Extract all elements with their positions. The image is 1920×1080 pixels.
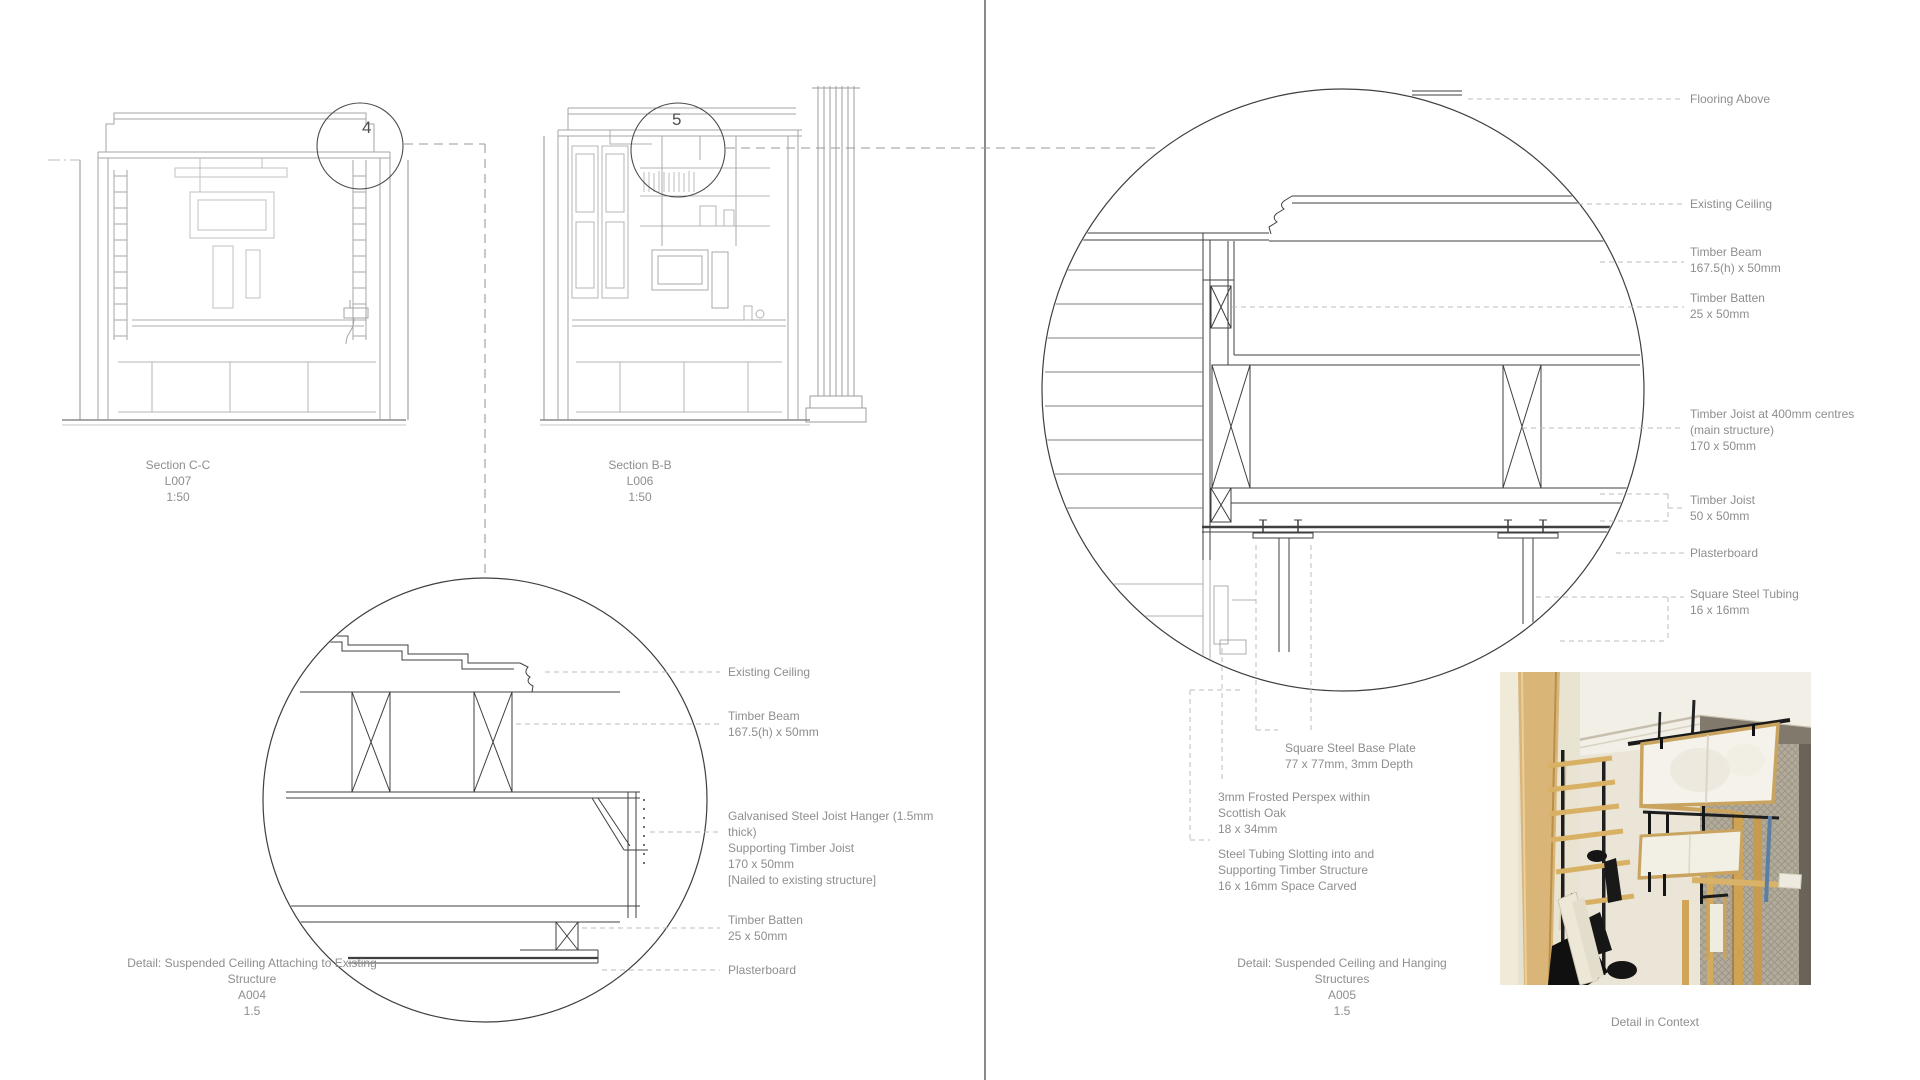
- callout-marks: [316, 102, 1160, 578]
- a005-label-timber-joist: Timber Joist 50 x 50mm: [1690, 493, 1755, 523]
- a004-caption: Detail: Suspended Ceiling Attaching to E…: [127, 956, 377, 1018]
- a005-label-timber-joist-main: Timber Joist at 400mm centres (main stru…: [1690, 407, 1855, 453]
- a005-label-square-steel-tubing: Square Steel Tubing 16 x 16mm: [1690, 587, 1799, 617]
- section-cc-drawing: [48, 112, 409, 426]
- detail-a005-drawing: [1041, 88, 1684, 841]
- a005-label-flooring-above: Flooring Above: [1690, 92, 1771, 106]
- a005-caption: Detail: Suspended Ceiling and Hanging St…: [1237, 956, 1447, 1018]
- a005-label-existing-ceiling: Existing Ceiling: [1690, 197, 1773, 211]
- section-cc-caption: Section C-C L007 1:50: [145, 458, 211, 504]
- context-photo: [1500, 671, 1812, 986]
- a005-annotation-base-plate: Square Steel Base Plate 77 x 77mm, 3mm D…: [1285, 741, 1416, 771]
- callout-5-number: 5: [672, 110, 682, 129]
- a005-annotation-steel-tubing: Steel Tubing Slotting into and Supportin…: [1218, 847, 1375, 893]
- section-bb-caption: Section B-B L006 1:50: [608, 458, 672, 504]
- photo-caption: Detail in Context: [1610, 1015, 1700, 1029]
- a005-label-timber-batten: Timber Batten 25 x 50mm: [1690, 291, 1765, 321]
- a004-label-timber-beam: Timber Beam 167.5(h) x 50mm: [728, 709, 819, 739]
- a004-label-plasterboard: Plasterboard: [728, 963, 797, 977]
- a005-annotation-perspex: 3mm Frosted Perspex within Scottish Oak …: [1218, 790, 1371, 836]
- a004-label-existing-ceiling: Existing Ceiling: [728, 665, 811, 679]
- detail-a004-drawing: [262, 577, 720, 1023]
- section-bb-drawing: [540, 86, 867, 426]
- a004-label-timber-batten: Timber Batten 25 x 50mm: [728, 913, 803, 943]
- callout-4-number: 4: [362, 118, 372, 137]
- a005-label-timber-beam: Timber Beam 167.5(h) x 50mm: [1690, 245, 1781, 275]
- a004-label-joist-hanger: Galvanised Steel Joist Hanger (1.5mm thi…: [728, 809, 934, 887]
- a005-label-plasterboard: Plasterboard: [1690, 546, 1759, 560]
